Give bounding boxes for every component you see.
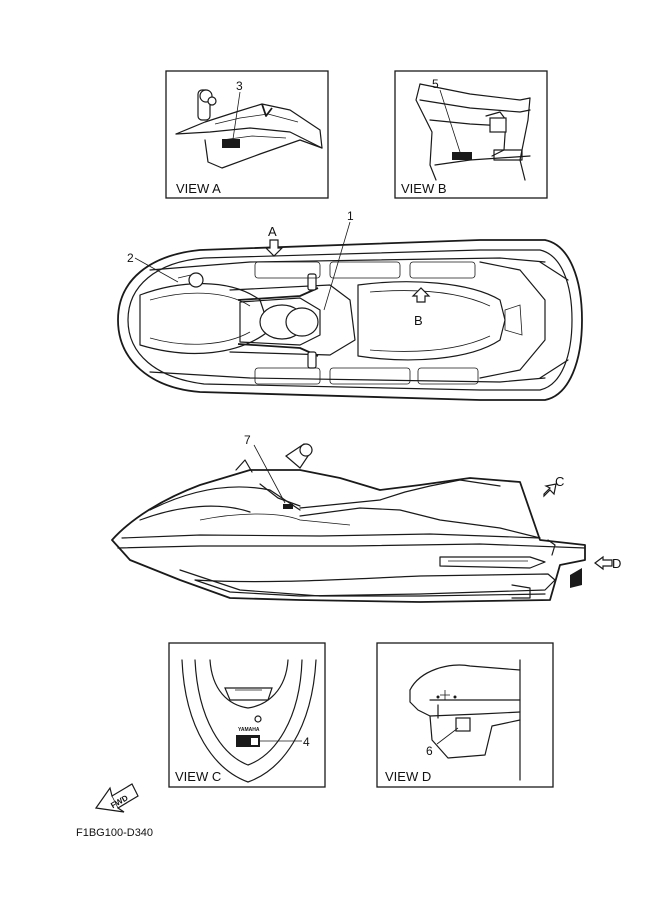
leader-2 [134, 257, 179, 283]
label-7-marker [283, 504, 293, 509]
view-d-pointer: D [612, 556, 621, 571]
callout-4: 4 [303, 735, 310, 749]
label-6-marker [455, 717, 471, 732]
view-a-arrow [264, 239, 284, 257]
view-c-arrow [543, 483, 557, 498]
bracket [489, 117, 507, 133]
view-a-pointer: A [268, 224, 277, 239]
leader-7 [253, 444, 286, 504]
label-5-marker [452, 152, 472, 160]
leader-3 [232, 91, 241, 140]
view-b-panel: 5 VIEW B [394, 70, 548, 199]
view-d-panel: 6 VIEW D [376, 642, 554, 788]
view-a-label: VIEW A [176, 181, 221, 196]
drawing-code: F1BG100-D340 [76, 827, 153, 839]
view-c-label: VIEW C [175, 769, 221, 784]
view-a-panel: 3 VIEW A [165, 70, 329, 199]
callout-1: 1 [347, 209, 354, 223]
callout-2: 2 [127, 251, 134, 265]
side-view-watercraft: 7 C D [111, 433, 621, 603]
view-b-arrow [411, 287, 431, 303]
callout-3: 3 [236, 79, 243, 93]
callout-7: 7 [244, 433, 251, 447]
callout-6: 6 [426, 744, 433, 758]
seat [239, 297, 321, 346]
view-d-arrow [594, 555, 613, 571]
badge-text: YAMAHA [238, 727, 260, 733]
view-b-pointer: B [414, 313, 423, 328]
leader-5 [439, 89, 461, 153]
view-b-frame [394, 70, 548, 199]
view-b-label: VIEW B [401, 181, 447, 196]
view-a-frame [165, 70, 329, 199]
view-d-label: VIEW D [385, 769, 431, 784]
footwell [357, 281, 506, 361]
fwd-arrow: FWD [94, 783, 139, 813]
label-3-marker [222, 139, 240, 148]
view-c-pointer: C [555, 474, 564, 489]
leader-1 [323, 221, 351, 311]
view-c-panel: YAMAHA 4 VIEW C [168, 642, 326, 788]
top-view-watercraft: 2 1 A B [117, 209, 583, 401]
callout-5: 5 [432, 77, 439, 91]
leader-6 [436, 727, 459, 745]
